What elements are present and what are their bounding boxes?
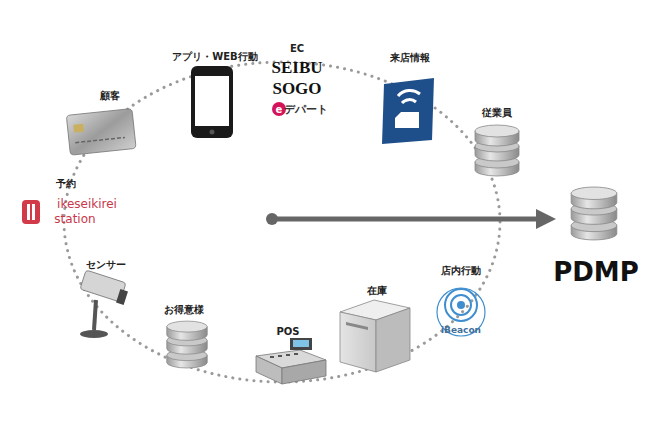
node-caption: 従業員	[482, 107, 512, 118]
node-caption: EC	[290, 43, 304, 54]
sensor-camera	[80, 270, 128, 338]
brand-logo-text: e	[276, 104, 283, 115]
node-caption: お得意様	[164, 304, 204, 315]
smartphone	[191, 66, 233, 138]
station-logo-mark	[22, 200, 40, 224]
visit-card	[382, 78, 434, 144]
customer-database	[167, 321, 207, 368]
brand-logo-text: SOGO	[272, 80, 321, 99]
dotted-cycle	[64, 62, 500, 382]
brand-logo-text: SEIBU	[271, 59, 322, 78]
node-caption: 店内行動	[441, 265, 481, 276]
flow-arrow	[266, 209, 556, 229]
brand-logo-text: デパート	[284, 104, 328, 116]
brand-logo-text: iBeacon	[441, 326, 481, 336]
pdmp-database	[571, 187, 617, 240]
node-caption: センサー	[86, 259, 126, 270]
node-caption: 予約	[56, 178, 76, 189]
node-caption: 顧客	[100, 90, 120, 101]
brand-logo-text: station	[54, 213, 95, 226]
ibeacon-icon	[437, 288, 485, 336]
credit-card	[66, 109, 136, 156]
system-name: PDMP	[553, 258, 639, 287]
brand-logo-text: ikeseikirei	[57, 198, 117, 211]
pos-register	[256, 338, 326, 384]
node-caption: POS	[276, 326, 299, 337]
node-caption: 来店情報	[390, 52, 430, 63]
edepart-mark	[272, 102, 286, 116]
node-caption: 在庫	[367, 285, 387, 296]
stock-box	[340, 300, 410, 372]
employee-database	[475, 125, 519, 176]
node-caption: アプリ・WEB行動	[172, 51, 257, 62]
